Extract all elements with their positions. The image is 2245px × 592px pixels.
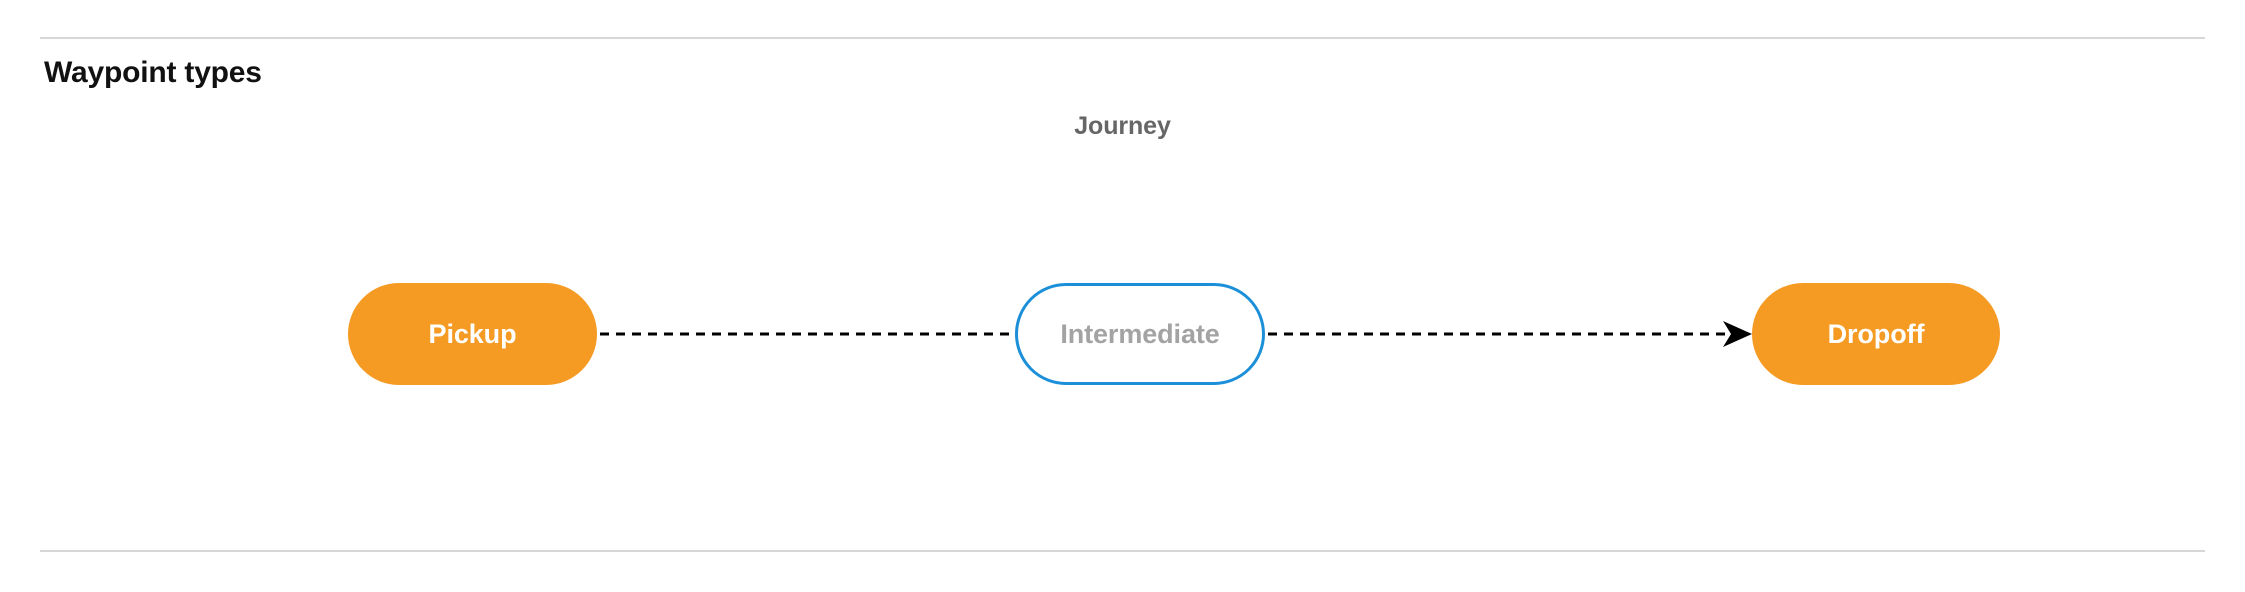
diagram-node-intermediate-label: Intermediate [1060,318,1220,349]
diagram-node-dropoff[interactable]: Dropoff [1752,283,2000,385]
arrowhead-icon [1723,321,1752,347]
diagram-node-pickup[interactable]: Pickup [348,283,597,385]
diagram-node-dropoff-label: Dropoff [1827,318,1925,349]
diagram-edges [600,321,1752,347]
diagram-node-intermediate[interactable]: Intermediate [1015,283,1265,385]
diagram-group-label: Journey [1074,112,1171,140]
page-title: Waypoint types [44,56,262,89]
journey-diagram: Journey Pickup Intermediate Dropoff [0,90,2245,420]
section-divider-bottom [40,550,2205,552]
diagram-node-pickup-label: Pickup [428,318,517,349]
section-divider-top [40,37,2205,39]
